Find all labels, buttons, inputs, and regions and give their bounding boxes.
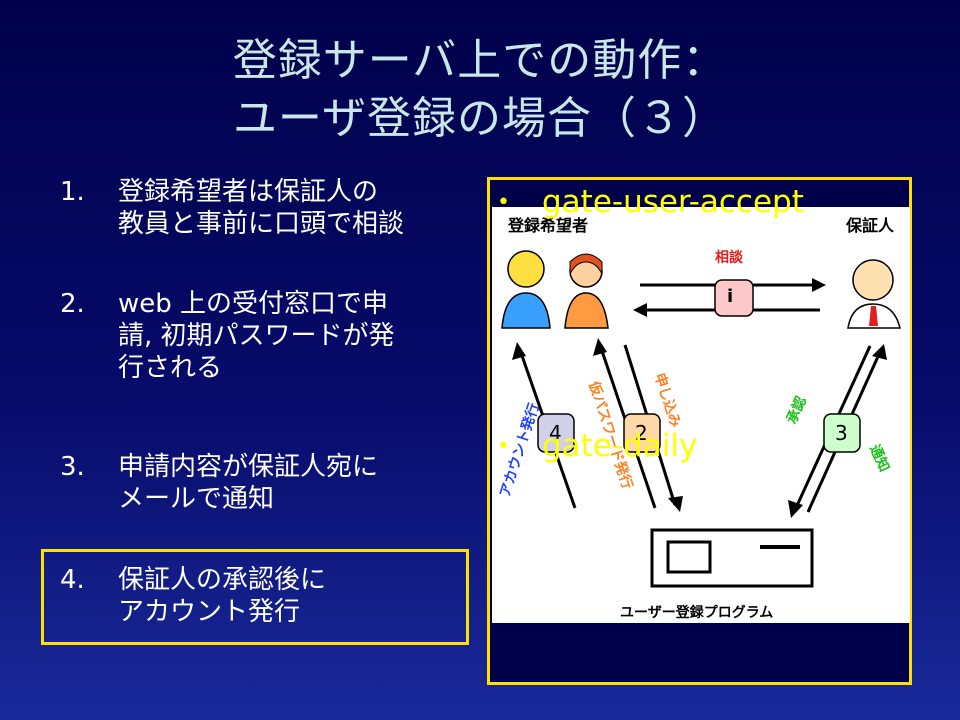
step-number: 4.: [60, 565, 85, 595]
applicant-label: 登録希望者: [508, 216, 589, 235]
program-label: ユーザー登録プログラム: [620, 605, 774, 621]
diagram-bullet-2: •gate-daily: [497, 428, 698, 464]
applicant-person-icon: [501, 250, 551, 329]
step-item-2: 2. web 上の受付窓口で申 請, 初期パスワードが発 行される: [60, 288, 460, 388]
step3-badge-text: 3: [835, 421, 848, 445]
step2-badge: [623, 413, 661, 453]
step-item-4: 4. 保証人の承認後に アカウント発行: [60, 564, 460, 634]
highlighted-step-frame: [41, 549, 469, 645]
step-number: 3.: [60, 452, 85, 482]
step-text-line: 請, 初期パスワードが発: [118, 321, 395, 351]
step-text-line: メールで通知: [118, 484, 275, 514]
step-text-line: 登録希望者は保証人の: [118, 177, 379, 207]
step-text-line: 行される: [118, 353, 223, 383]
step2-badge-text: 2: [635, 421, 648, 445]
step-text-line: 保証人の承認後に: [118, 565, 327, 595]
guarantor-person-icon: [847, 259, 901, 329]
step-number: 1.: [60, 177, 85, 207]
step-number: 2.: [60, 289, 85, 319]
consult-badge: [714, 279, 754, 317]
bullet-text: gate-daily: [541, 428, 698, 464]
slide-title-line2: ユーザ登録の場合（３）: [232, 93, 728, 144]
guarantor-label: 保証人: [846, 216, 895, 235]
step4-badge: [537, 413, 575, 453]
step-item-1: 1. 登録希望者は保証人の 教員と事前に口頭で相談: [60, 176, 460, 246]
step-text-line: 申請内容が保証人宛に: [118, 452, 379, 482]
consult-badge-text: i: [727, 286, 734, 307]
slide-title-line1: 登録サーバ上での動作：: [232, 35, 728, 86]
bullet-text: gate-user-accept: [541, 184, 804, 220]
diagram-bullet-1: •gate-user-accept: [497, 184, 804, 220]
step-text-line: アカウント発行: [118, 597, 301, 627]
consult-label: 相談: [715, 250, 743, 266]
applicant-person-icon: [564, 253, 609, 329]
step-text-line: web 上の受付窓口で申: [118, 289, 389, 319]
step-text-line: 教員と事前に口頭で相談: [118, 209, 405, 239]
step-item-3: 3. 申請内容が保証人宛に メールで通知: [60, 451, 460, 521]
registration-program-box: [650, 528, 814, 588]
step3-badge: [823, 413, 861, 453]
step4-badge-text: 4: [549, 421, 562, 445]
